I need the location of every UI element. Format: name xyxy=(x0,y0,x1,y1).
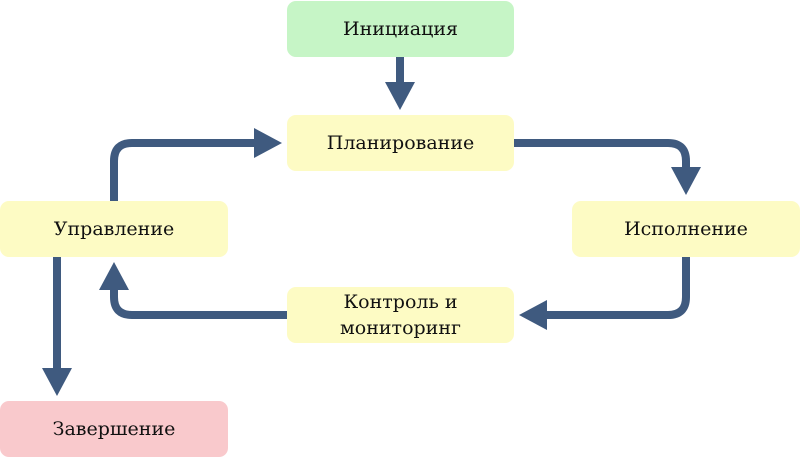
arrow-management-to-planning xyxy=(110,128,282,201)
node-closing: Завершение xyxy=(0,401,228,457)
arrow-execution-to-control xyxy=(519,257,690,330)
node-initiation-label: Инициация xyxy=(343,18,458,40)
node-execution-label: Исполнение xyxy=(624,218,748,240)
node-control-label-line1: Контроль и xyxy=(343,291,458,313)
node-management: Управление xyxy=(0,201,228,257)
node-management-label: Управление xyxy=(53,218,175,240)
node-execution: Исполнение xyxy=(572,201,800,257)
node-planning: Планирование xyxy=(287,115,514,171)
arrow-control-to-management xyxy=(99,262,287,319)
node-planning-label: Планирование xyxy=(326,132,475,154)
node-initiation: Инициация xyxy=(287,1,514,57)
node-control-monitoring: Контроль и мониторинг xyxy=(287,287,514,343)
node-control-label-line2: мониторинг xyxy=(340,317,461,339)
node-closing-label: Завершение xyxy=(52,418,176,440)
arrow-planning-to-execution xyxy=(514,139,701,195)
